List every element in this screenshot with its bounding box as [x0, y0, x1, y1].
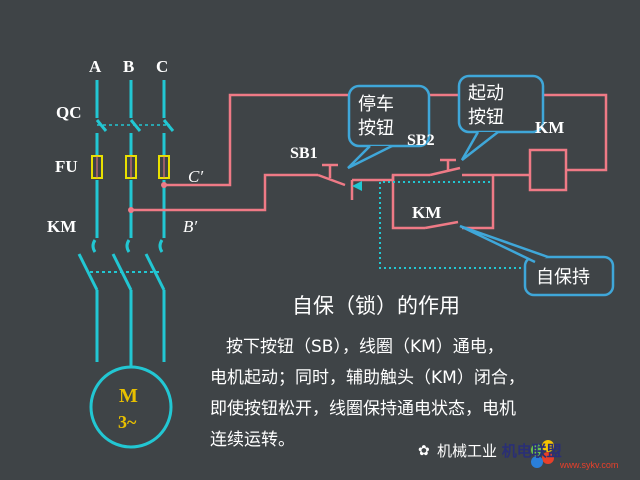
motor-m-label: M: [119, 385, 138, 407]
km-blade-c: [144, 253, 166, 291]
aux-left-branch: [391, 175, 425, 230]
km-contact-hook-c: [158, 239, 164, 253]
km-blade-a: [77, 253, 99, 291]
stop-callout-tail: [347, 144, 393, 170]
description-line: 连续运转。: [210, 430, 295, 450]
hold-callout-text: 自保持: [536, 267, 590, 288]
hold-path: [379, 181, 525, 269]
description-block: 按下按钮（SB），线圈（KM）通电， 电机起动；同时，辅助触头（KM）闭合， 即…: [210, 332, 630, 456]
qc-label: QC: [56, 103, 82, 122]
km-coil-label: KM: [535, 118, 564, 137]
b-prime-label: B′: [183, 217, 197, 236]
watermark-name: 机械工业: [437, 442, 498, 460]
junction-c: [161, 182, 167, 188]
hold-dotted-path: [379, 181, 525, 269]
km-aux-label: KM: [412, 203, 441, 222]
stop-callout-line1: 停车: [358, 94, 394, 115]
start-callout-line1: 起动: [468, 83, 504, 104]
km-contact-hook-b: [125, 239, 131, 253]
description-line: 电机起动；同时，辅助触头（KM）闭合，: [210, 368, 525, 388]
hold-callout-box: [523, 255, 615, 297]
control-b-branch: [131, 173, 318, 212]
c-prime-label: C′: [188, 167, 203, 186]
phase-c-label: C: [156, 57, 168, 76]
logo-dot-blue: [531, 456, 543, 468]
phase-b-label: B: [123, 57, 134, 76]
start-callout-box: [457, 74, 545, 134]
watermark-logo: [531, 440, 554, 468]
watermark-url: www.sykv.com: [560, 460, 619, 470]
watermark-brand: 机电联盟: [501, 442, 562, 460]
logo-dot-green: [531, 444, 543, 456]
motor-phase-label: 3~: [118, 412, 137, 432]
hold-arrow-head: [352, 181, 362, 191]
section-heading: 自保（锁）的作用: [292, 294, 460, 318]
aux-right-branch: [462, 175, 495, 230]
callouts: [347, 74, 615, 297]
km-coil-box: [528, 148, 568, 192]
wechat-icon: ✿: [418, 443, 430, 459]
sb2-contact: [429, 166, 461, 177]
sb1-contact: [317, 173, 346, 187]
power-circuit: [77, 80, 175, 449]
sb1-label: SB1: [290, 145, 318, 162]
km-contact-hook-a: [91, 239, 97, 253]
sb2-label: SB2: [407, 132, 435, 149]
qc-blade-a: [95, 119, 108, 132]
phase-a-label: A: [89, 57, 102, 76]
motor-circle: [89, 365, 173, 449]
km-main-label: KM: [47, 217, 76, 236]
hold-callout-tail: [459, 224, 549, 264]
km-aux-contact: [424, 220, 459, 230]
stop-callout-line2: 按钮: [358, 118, 394, 139]
logo-dot-yellow: [542, 440, 554, 452]
logo-dot-red: [542, 452, 554, 464]
description-line: 即使按钮松开，线圈保持通电状态，电机: [210, 399, 516, 419]
sb1-to-sb2: [352, 173, 430, 182]
start-callout-tail: [460, 131, 499, 161]
qc-blade-c: [162, 119, 175, 132]
fu-label: FU: [55, 157, 78, 176]
start-callout-line2: 按钮: [468, 107, 504, 128]
watermark-text: 机械工业 机电联盟: [437, 440, 562, 461]
junction-b: [128, 207, 134, 213]
description-line: 按下按钮（SB），线圈（KM）通电，: [226, 337, 504, 357]
